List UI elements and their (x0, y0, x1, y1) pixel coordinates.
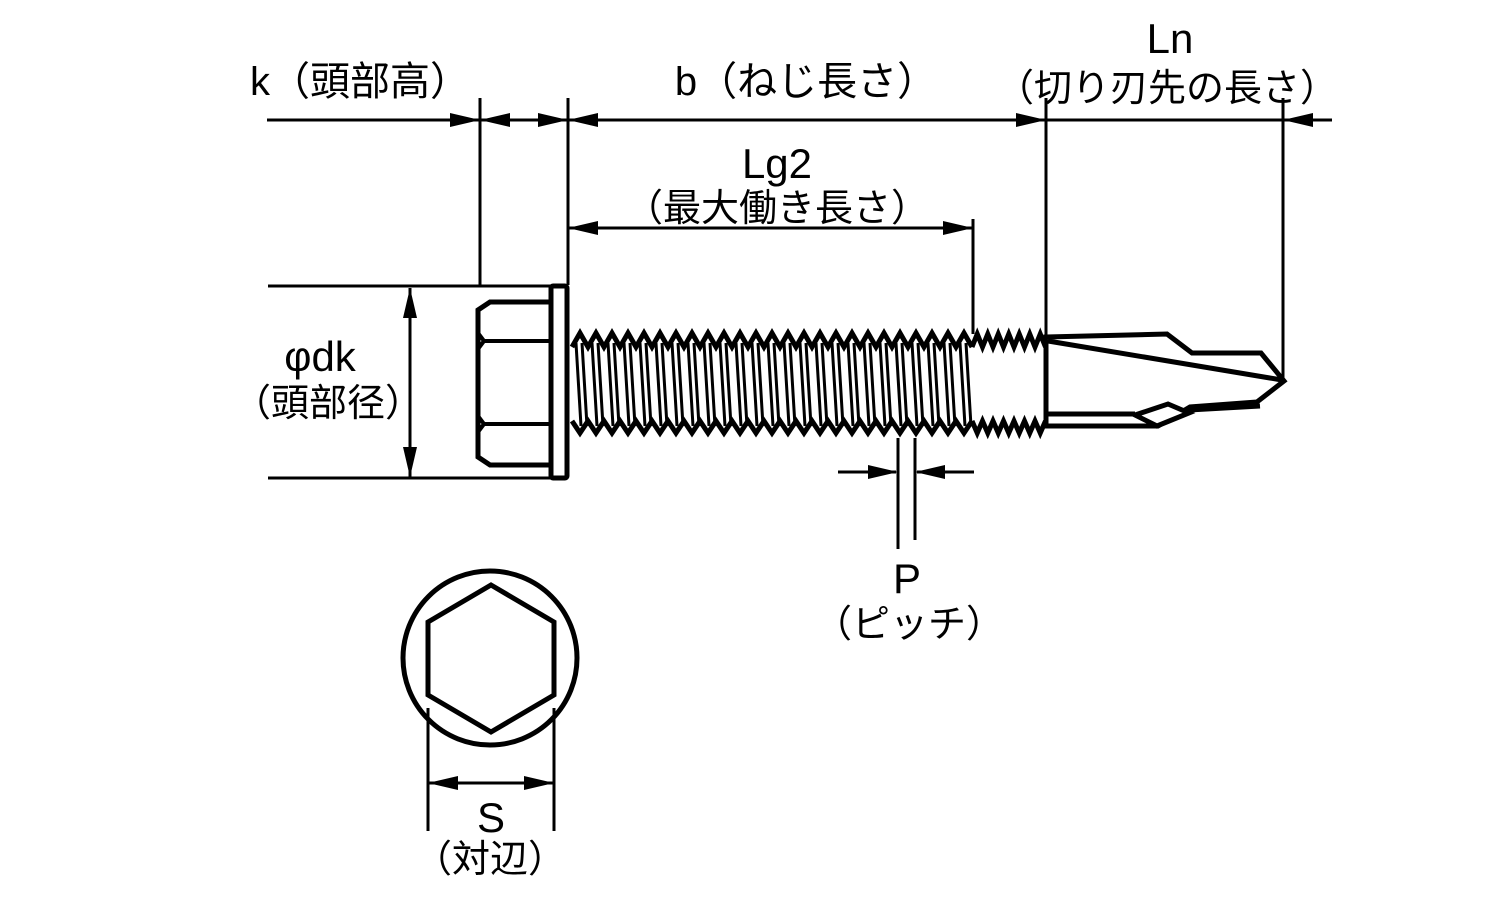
arrow-k-leader (450, 113, 480, 127)
pitch-description-label: （ピッチ） (814, 604, 1004, 646)
arrow-k-right (538, 113, 568, 127)
thread-flank-lines (574, 342, 973, 427)
arrow-ln-right (1283, 113, 1313, 127)
head-diameter-symbol-label: φdk (284, 333, 357, 380)
arrow-flats-left (428, 776, 458, 790)
drill-point-cutting-lip (1188, 403, 1261, 413)
drill-point-flute-edge (1047, 338, 1283, 383)
head-top-view (400, 568, 580, 748)
lg2-symbol-label: Lg2 (742, 140, 812, 187)
k-dimension-label: k（頭部高） (250, 60, 470, 104)
dimension-arrowheads (403, 113, 1313, 790)
ln-description-label: （切り刃先の長さ） (996, 68, 1338, 110)
ln-symbol-label: Ln (1147, 15, 1194, 62)
arrow-flats-right (524, 776, 554, 790)
arrow-dk-bottom (403, 447, 417, 477)
arrow-b-left (568, 113, 598, 127)
dimension-lines (267, 98, 1332, 831)
thread-runout-bottom (969, 414, 1048, 440)
arrow-dk-top (403, 288, 417, 318)
drill-point-outline (1043, 331, 1288, 429)
arrow-pitch-right (915, 465, 945, 479)
hex-facet-corner-top (476, 331, 487, 351)
lg2-description-label: （最大働き長さ） (625, 188, 929, 230)
thread-runout-top (969, 327, 1048, 354)
drill-point (1043, 331, 1288, 429)
arrow-lg2-left (568, 221, 598, 235)
labels: k（頭部高） b（ねじ長さ） Ln （切り刃先の長さ） Lg2 （最大働き長さ）… (233, 15, 1338, 881)
hexagon-outline (425, 582, 557, 735)
pitch-symbol-label: P (893, 555, 921, 602)
hex-facet-corner-bottom (476, 414, 487, 434)
arrow-pitch-left (868, 465, 898, 479)
drill-point-flute-notch (1128, 401, 1196, 429)
b-dimension-label: b（ねじ長さ） (675, 60, 937, 104)
head-diameter-description-label: （頭部径） (233, 383, 423, 425)
screw-side-view (475, 283, 1288, 481)
arrow-k-left (480, 113, 510, 127)
flats-symbol-label: S (477, 794, 505, 841)
flange-washer (548, 283, 570, 481)
arrow-lg2-right (943, 221, 973, 235)
hex-head-side (475, 299, 554, 468)
thread-bottom-crests (569, 416, 975, 438)
thread (569, 327, 1048, 440)
flange-circle (400, 568, 580, 748)
arrow-b-right (1016, 113, 1046, 127)
thread-top-crests (569, 327, 975, 353)
flats-description-label: （対辺） (414, 839, 566, 881)
